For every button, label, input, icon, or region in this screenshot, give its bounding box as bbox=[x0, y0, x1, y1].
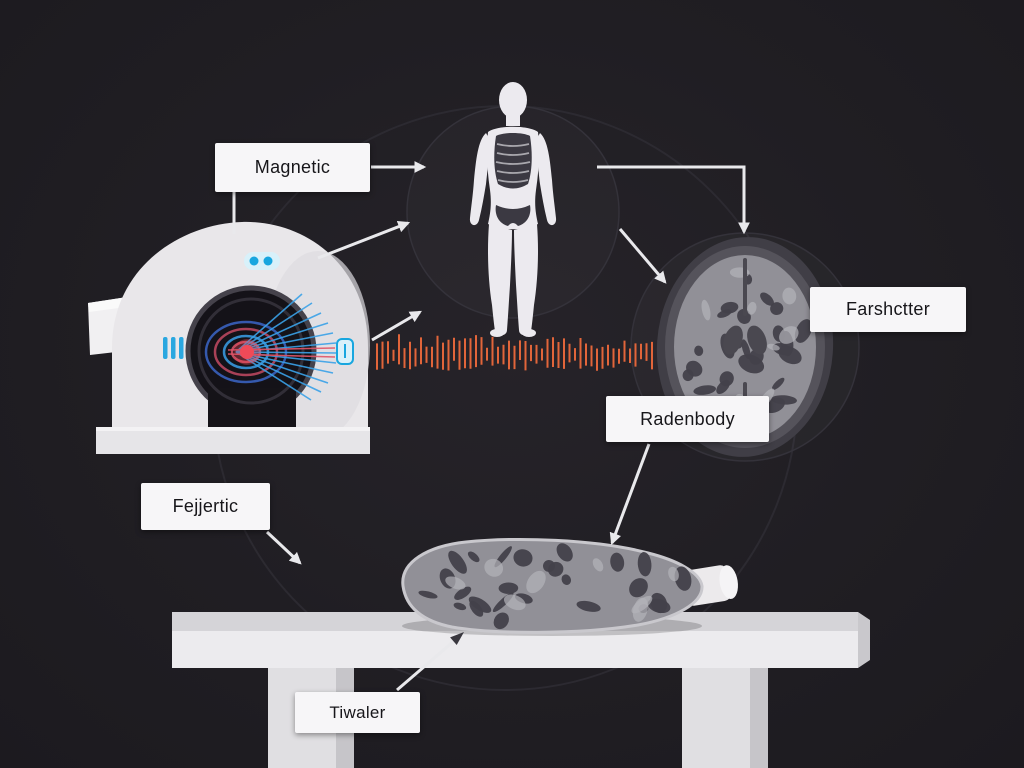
arrow-tiwaler-head bbox=[450, 632, 464, 645]
label-radenbody-text: Radenbody bbox=[640, 408, 735, 429]
arrow-patient-to-brain bbox=[618, 228, 667, 284]
label-fejjertic-text: Fejjertic bbox=[172, 496, 239, 516]
exam-table bbox=[172, 612, 870, 768]
mri-scanner bbox=[88, 221, 370, 454]
label-magnetic: Magnetic bbox=[215, 143, 370, 192]
connector-patient-to-brain bbox=[597, 165, 750, 235]
label-tiwaler-text: Tiwaler bbox=[329, 702, 386, 722]
scan-tissue-pattern bbox=[418, 543, 692, 630]
focal-point bbox=[240, 345, 254, 359]
label-farshctter-text: Farshctter bbox=[845, 299, 931, 319]
brain-midline bbox=[743, 258, 747, 316]
patient-head bbox=[499, 82, 527, 118]
patient-right-leg bbox=[514, 224, 538, 336]
signal-waveform bbox=[376, 334, 653, 371]
scanner-top-indicator bbox=[244, 252, 280, 270]
patient-pelvis bbox=[495, 205, 531, 226]
table-end-face bbox=[858, 612, 870, 668]
scanner-indicator-bars bbox=[163, 337, 184, 359]
left-ventricle bbox=[723, 325, 743, 355]
arrow-radenbody-to-scan bbox=[609, 443, 651, 546]
table-front-face bbox=[172, 631, 858, 668]
label-farshctter: Farshctter bbox=[810, 287, 966, 332]
label-radenbody: Radenbody bbox=[606, 396, 769, 442]
patient-right-arm bbox=[536, 133, 557, 226]
arrow-scanner-up bbox=[317, 220, 411, 260]
patient-ribcage bbox=[494, 133, 532, 189]
label-tiwaler: Tiwaler bbox=[295, 692, 420, 733]
connector-arrows bbox=[232, 161, 750, 692]
scanner-base bbox=[96, 427, 370, 454]
right-ventricle bbox=[747, 325, 767, 355]
patient-silhouette bbox=[469, 82, 557, 337]
label-magnetic-text: Magnetic bbox=[254, 157, 331, 177]
arrow-tiwaler-to-table bbox=[396, 639, 455, 692]
label-fejjertic: Fejjertic bbox=[141, 483, 270, 530]
arrow-scanner-to-waveform bbox=[371, 310, 422, 342]
patient-left-arm bbox=[469, 133, 490, 226]
body-scan-slab bbox=[401, 538, 738, 636]
arrow-fejjertic bbox=[265, 530, 302, 565]
patient-left-leg bbox=[488, 224, 512, 336]
coil-element bbox=[336, 338, 354, 365]
